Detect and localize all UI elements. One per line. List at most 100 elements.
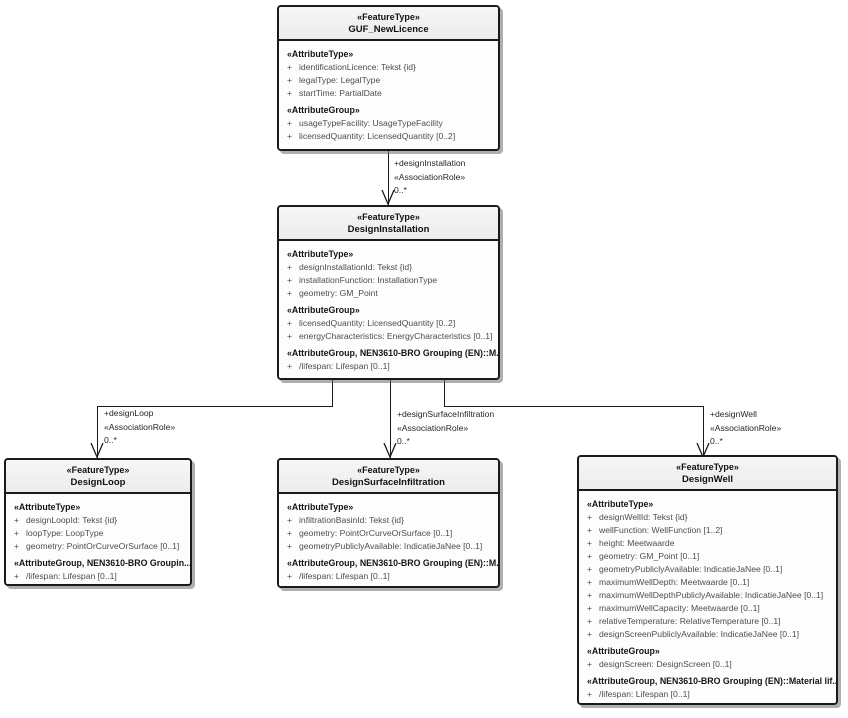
visibility-marker: + [287,288,293,298]
attribute-row: +height: Meetwaarde [579,537,836,550]
attribute-row: +designScreen: DesignScreen [0..1] [579,658,836,671]
attribute-section-header: «AttributeGroup, NEN3610-BRO Grouping (E… [287,558,498,568]
attribute-section-header: «AttributeType» [587,499,654,509]
visibility-marker: + [587,525,593,535]
attribute-text: /lifespan: Lifespan [0..1] [299,571,390,581]
attribute-row: + wellFunction: WellFunction [1..2] [579,524,836,537]
visibility-marker: + [14,515,20,525]
class-name: DesignInstallation [347,224,430,235]
visibility-marker: + [287,528,293,538]
attribute-row: +designInstallationId: Tekst {id} [279,261,498,274]
visibility-marker: + [587,616,593,626]
class-header: «FeatureType» GUF_NewLicence [279,7,498,41]
class-box-guf-newlicence[interactable]: «FeatureType» GUF_NewLicence «AttributeT… [277,5,500,151]
class-attribute-compartment: «AttributeType»+infiltrationBasinId: Tek… [279,494,498,586]
open-arrowhead-icon [383,443,397,458]
class-box-design-surface-infiltration[interactable]: «FeatureType» DesignSurfaceInfiltration … [277,458,500,588]
class-name: DesignWell [681,474,734,485]
attribute-text: loopType: LoopType [26,528,104,538]
class-name: GUF_NewLicence [348,24,429,35]
attribute-text: designLoopId: Tekst {id} [26,515,118,525]
visibility-marker: + [287,331,293,341]
class-stereotype: «FeatureType» [66,465,130,475]
attribute-row: +/lifespan: Lifespan [0..1] [579,688,836,701]
connector-design-loop-line[interactable] [97,406,98,458]
connector-design-well-line[interactable] [444,406,704,407]
attribute-section-header: «AttributeGroup» [287,305,360,315]
attribute-section-header: «AttributeType» [14,502,81,512]
attribute-text: energyCharacteristics: EnergyCharacteris… [299,331,493,341]
class-header: «FeatureType» DesignLoop [6,460,190,494]
attribute-text: designInstallationId: Tekst {id} [299,262,413,272]
association-label-design-loop: +designLoop «AssociationRole» 0..* [104,407,175,448]
visibility-marker: + [287,88,293,98]
attribute-row: +geometry: GM_Point [0..1] [579,550,836,563]
visibility-marker: + [287,318,293,328]
attribute-section-header: «AttributeType» [287,49,354,59]
attribute-row: +licensedQuantity: LicensedQuantity [0..… [279,130,498,143]
attribute-row: + licensedQuantity: LicensedQuantity [0..… [279,317,498,330]
attribute-row: +geometry: PointOrCurveOrSurface [0..1] [6,540,190,553]
association-multiplicity: 0..* [397,436,410,446]
connector-design-well-line[interactable] [444,377,445,407]
visibility-marker: + [287,118,293,128]
visibility-marker: + [587,564,593,574]
attribute-row: +loopType: LoopType [6,527,190,540]
class-box-design-loop[interactable]: «FeatureType» DesignLoop «AttributeType»… [4,458,192,586]
open-arrowhead-icon [381,190,395,205]
connector-design-surface-infiltration-line[interactable] [390,377,391,458]
visibility-marker: + [587,577,593,587]
open-arrowhead-icon [90,443,104,458]
attribute-row: +designScreenPubliclyAvailable: Indicati… [579,628,836,641]
class-box-design-installation[interactable]: «FeatureType» DesignInstallation «Attrib… [277,205,500,380]
attribute-text: geometry: GM_Point [299,288,378,298]
visibility-marker: + [587,603,593,613]
attribute-text: legalType: LegalType [299,75,381,85]
attribute-row: +/lifespan: Lifespan [0..1] [6,570,190,583]
attribute-row: + geometry: GM_Point [279,287,498,300]
attribute-section-header: «AttributeGroup, NEN3610-BRO Grouping (E… [287,348,498,358]
association-role-name: +designWell [710,409,757,419]
attribute-row: +geometry: PointOrCurveOrSurface [0..1] [279,527,498,540]
attribute-section-header: «AttributeType» [287,249,354,259]
visibility-marker: + [587,538,593,548]
visibility-marker: + [14,541,20,551]
class-attribute-compartment: «AttributeType» + designLoopId: Tekst {id}… [6,494,190,584]
class-box-design-well[interactable]: «FeatureType» DesignWell «AttributeType»… [577,455,838,705]
association-multiplicity: 0..* [394,185,407,195]
attribute-row: +maximumWellDepthPubliclyAvailable: Indi… [579,589,836,602]
attribute-text: wellFunction: WellFunction [1..2] [599,525,723,535]
visibility-marker: + [587,590,593,600]
connector-design-well-line[interactable] [703,406,704,458]
association-stereotype: «AssociationRole» [394,171,466,182]
attribute-row: +identificationLicence: Tekst {id} [279,61,498,74]
attribute-text: usageTypeFacility: UsageTypeFacility [299,118,443,128]
visibility-marker: + [287,275,293,285]
class-header: «FeatureType» DesignSurfaceInfiltration [279,460,498,494]
attribute-row: + legalType: LegalType [279,74,498,87]
connector-design-loop-line[interactable] [97,406,333,407]
connector-design-installation-line[interactable] [388,151,389,205]
attribute-text: licensedQuantity: LicensedQuantity [0..2… [299,318,456,328]
class-attribute-compartment: «AttributeType»+identificationLicence: T… [279,41,498,149]
attribute-text: licensedQuantity: LicensedQuantity [0..2… [299,131,456,141]
class-name: DesignLoop [70,477,126,488]
class-attribute-compartment: «AttributeType» + designWellId: Tekst {id}… [579,491,836,703]
attribute-text: /lifespan: Lifespan [0..1] [299,361,390,371]
attribute-text: geometryPubliclyAvailable: IndicatieJaNe… [599,564,783,574]
attribute-text: relativeTemperature: RelativeTemperature… [599,616,781,626]
attribute-row: + usageTypeFacility: UsageTypeFacility [279,117,498,130]
class-stereotype: «FeatureType» [357,12,420,22]
attribute-text: designWellId: Tekst {id} [599,512,688,522]
class-header: «FeatureType» DesignInstallation [279,207,498,241]
attribute-text: maximumWellDepth: Meetwaarde [0..1] [599,577,750,587]
visibility-marker: + [287,75,293,85]
attribute-row: + relativeTemperature: RelativeTemperatur… [579,615,836,628]
attribute-row: + energyCharacteristics: EnergyCharacteri… [279,330,498,343]
connector-design-loop-line[interactable] [332,377,333,407]
attribute-text: identificationLicence: Tekst {id} [299,62,416,72]
attribute-section-header: «AttributeType» [287,502,354,512]
attribute-row: +geometryPubliclyAvailable: IndicatieJaN… [279,540,498,553]
association-role-name: +designInstallation [394,158,466,168]
